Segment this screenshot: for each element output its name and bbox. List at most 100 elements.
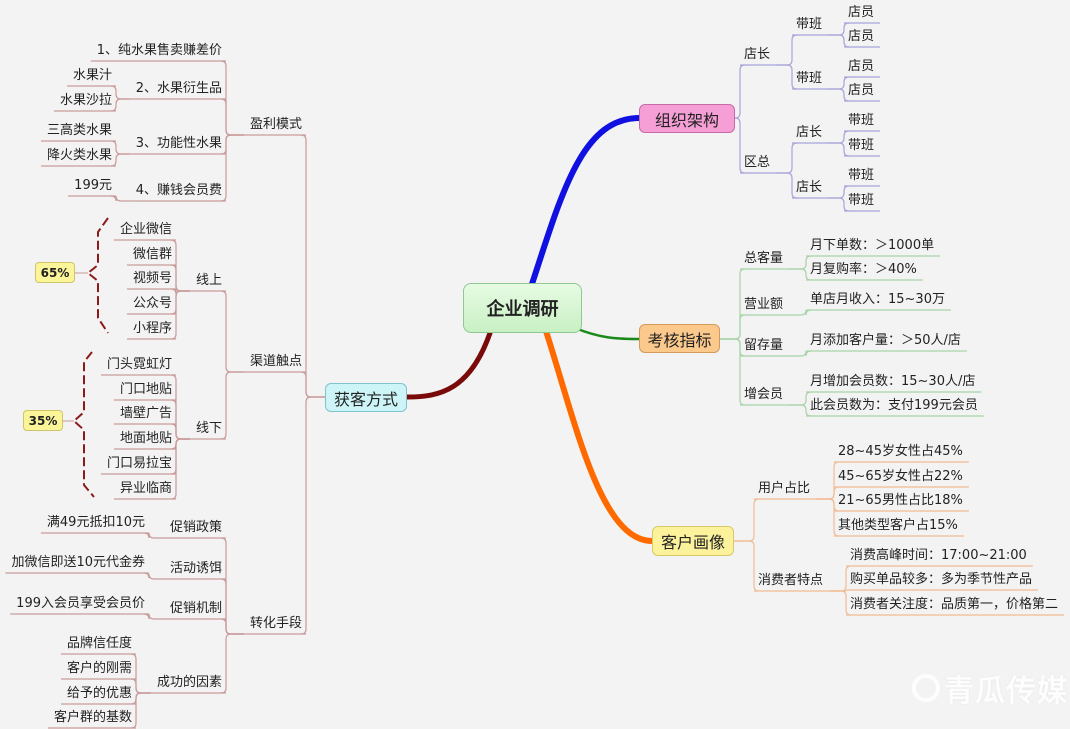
offline-share-badge[interactable]: 35% bbox=[23, 410, 63, 431]
topic-customer-persona[interactable]: 客户画像 bbox=[652, 526, 734, 556]
topic-node[interactable]: 微信群 bbox=[132, 247, 172, 262]
topic-node[interactable]: 店长 bbox=[796, 125, 823, 140]
topic-node[interactable]: 留存量 bbox=[744, 338, 784, 353]
topic-node[interactable]: 店员 bbox=[848, 5, 875, 20]
topic-node[interactable]: 消费高峰时间：17:00~21:00 bbox=[850, 548, 1027, 563]
topic-node[interactable]: 水果汁 bbox=[72, 68, 112, 83]
topic-node[interactable]: 门口易拉宝 bbox=[106, 456, 172, 471]
topic-node[interactable]: 客户群的基数 bbox=[53, 710, 132, 725]
topic-node[interactable]: 小程序 bbox=[132, 321, 172, 336]
topic-node[interactable]: 单店月收入：15~30万 bbox=[810, 292, 945, 307]
topic-node[interactable]: 给予的优惠 bbox=[66, 686, 132, 701]
topic-node[interactable]: 加微信即送10元代金券 bbox=[11, 555, 145, 570]
topic-node[interactable]: 促销政策 bbox=[169, 520, 222, 535]
connector bbox=[776, 172, 798, 199]
online-share-badge[interactable]: 65% bbox=[35, 262, 75, 283]
watermark-logo-icon bbox=[912, 674, 940, 702]
topic-node[interactable]: 购买单品较多：多为季节性产品 bbox=[850, 572, 1033, 587]
topic-node[interactable]: 月添加客户量：＞50人/店 bbox=[810, 333, 961, 348]
connector bbox=[110, 140, 130, 155]
connector bbox=[220, 134, 244, 202]
topic-node[interactable]: 月下单数：＞1000单 bbox=[810, 238, 935, 253]
connector bbox=[789, 391, 812, 406]
topic-node[interactable]: 客户的刚需 bbox=[66, 661, 132, 676]
topic-node[interactable]: 促销机制 bbox=[169, 601, 222, 616]
topic-node[interactable]: 水果沙拉 bbox=[59, 93, 112, 108]
connector bbox=[220, 290, 244, 373]
topic-node[interactable]: 店员 bbox=[848, 59, 875, 74]
connector bbox=[789, 350, 812, 357]
topic-node[interactable]: 3、功能性水果 bbox=[135, 136, 222, 151]
topic-node[interactable]: 品牌信任度 bbox=[66, 636, 132, 651]
topic-node[interactable]: 成功的因素 bbox=[156, 675, 222, 690]
topic-node[interactable]: 总客量 bbox=[744, 251, 784, 266]
topic-kpi[interactable]: 考核指标 bbox=[639, 324, 720, 353]
topic-node[interactable]: 转化手段 bbox=[249, 616, 302, 631]
topic-node[interactable]: 带班 bbox=[848, 113, 875, 128]
connector bbox=[170, 438, 190, 500]
topic-node[interactable]: 此会员数为：支付199元会员 bbox=[810, 398, 978, 413]
connector bbox=[220, 578, 244, 635]
topic-node[interactable]: 消费者关注度：品质第一，价格第二 bbox=[850, 597, 1059, 612]
topic-node[interactable]: 4、赚钱会员费 bbox=[135, 183, 222, 198]
topic-node[interactable]: 其他类型客户占15% bbox=[838, 518, 958, 533]
topic-node[interactable]: 公众号 bbox=[132, 296, 172, 311]
topic-node[interactable]: 满49元抵扣10元 bbox=[46, 515, 145, 530]
topic-node[interactable]: 28~45岁女性占45% bbox=[838, 444, 963, 459]
topic-node[interactable]: 1、纯水果售卖赚差价 bbox=[96, 43, 222, 58]
topic-node[interactable]: 门口地贴 bbox=[119, 382, 172, 397]
topic-node[interactable]: 盈利模式 bbox=[249, 117, 302, 132]
connector bbox=[828, 76, 850, 90]
topic-node[interactable]: 区总 bbox=[744, 155, 771, 170]
topic-node[interactable]: 月复购率：＞40% bbox=[810, 262, 917, 277]
topic-node[interactable]: 带班 bbox=[796, 17, 823, 32]
topic-node[interactable]: 门头霓虹灯 bbox=[106, 357, 172, 372]
connector bbox=[828, 22, 850, 36]
topic-node[interactable]: 消费者特点 bbox=[758, 573, 824, 588]
topic-node[interactable]: 线下 bbox=[195, 421, 222, 436]
topic-node[interactable]: 活动诱饵 bbox=[169, 561, 222, 576]
topic-node[interactable]: 店长 bbox=[796, 180, 823, 195]
topic-node[interactable]: 异业临商 bbox=[119, 481, 172, 496]
connector bbox=[789, 309, 812, 316]
connector bbox=[170, 374, 190, 440]
topic-node[interactable]: 降火类水果 bbox=[46, 148, 112, 163]
topic-node[interactable]: 带班 bbox=[848, 138, 875, 153]
connector bbox=[170, 399, 190, 440]
topic-node[interactable]: 线上 bbox=[195, 273, 222, 288]
topic-node[interactable]: 199元 bbox=[74, 178, 112, 193]
topic-node[interactable]: 带班 bbox=[848, 168, 875, 183]
brace-online bbox=[86, 217, 109, 334]
connector bbox=[776, 142, 798, 174]
branch-kpi bbox=[574, 326, 640, 341]
topic-node[interactable]: 墙壁广告 bbox=[119, 406, 172, 421]
topic-node[interactable]: 地面地贴 bbox=[119, 431, 172, 446]
topic-node[interactable]: 45~65岁女性占22% bbox=[838, 469, 963, 484]
topic-node[interactable]: 三高类水果 bbox=[46, 123, 112, 138]
connector bbox=[828, 88, 850, 102]
topic-node[interactable]: 带班 bbox=[796, 71, 823, 86]
topic-org-structure[interactable]: 组织架构 bbox=[639, 104, 735, 133]
connector bbox=[828, 185, 850, 199]
topic-node[interactable]: 店员 bbox=[848, 83, 875, 98]
topic-acquisition[interactable]: 获客方式 bbox=[325, 383, 407, 412]
connector bbox=[130, 653, 151, 694]
central-topic[interactable]: 企业调研 bbox=[463, 283, 582, 333]
topic-node[interactable]: 带班 bbox=[848, 193, 875, 208]
connector bbox=[776, 34, 798, 66]
topic-node[interactable]: 用户占比 bbox=[758, 481, 811, 496]
topic-node[interactable]: 店员 bbox=[848, 29, 875, 44]
topic-node[interactable]: 企业微信 bbox=[119, 222, 172, 237]
topic-node[interactable]: 月增加会员数：15~30人/店 bbox=[810, 374, 976, 389]
topic-node[interactable]: 视频号 bbox=[132, 271, 172, 286]
topic-node[interactable]: 增会员 bbox=[744, 387, 784, 402]
topic-node[interactable]: 2、水果衍生品 bbox=[135, 81, 222, 96]
topic-node[interactable]: 21~65男性占比18% bbox=[838, 493, 963, 508]
branch-persona bbox=[542, 325, 655, 544]
topic-node[interactable]: 店长 bbox=[744, 47, 771, 62]
topic-node[interactable]: 渠道触点 bbox=[249, 354, 302, 369]
topic-node[interactable]: 199入会员享受会员价 bbox=[16, 596, 145, 611]
topic-node[interactable]: 营业额 bbox=[744, 297, 784, 312]
connector bbox=[734, 498, 760, 542]
connector bbox=[110, 85, 130, 100]
